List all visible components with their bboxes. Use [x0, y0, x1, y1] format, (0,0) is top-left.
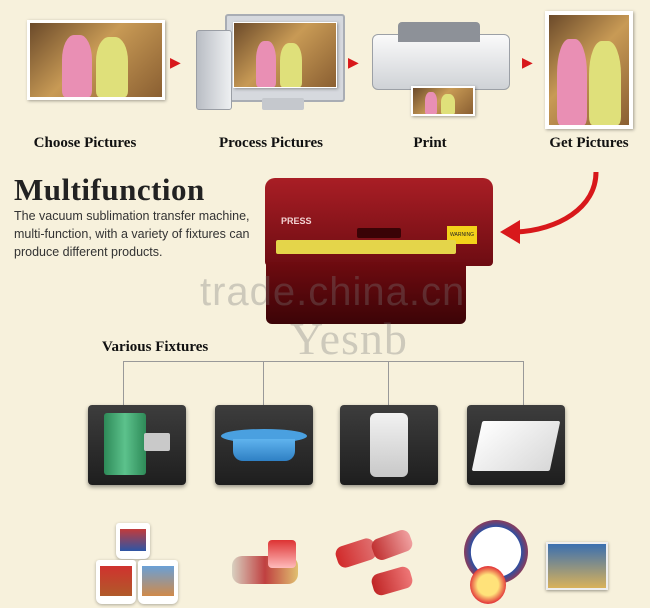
multifunction-title: Multifunction: [14, 172, 205, 207]
printer-icon: [372, 34, 510, 90]
multifunction-description: The vacuum sublimation transfer machine,…: [14, 207, 250, 261]
mug-product: [96, 560, 136, 604]
step-label-print: Print: [413, 135, 447, 151]
heat-press-base: [266, 262, 466, 324]
step-label-process-pictures: Process Pictures: [219, 135, 323, 151]
description-line: produce different products.: [14, 245, 163, 259]
mug-fixture-icon: [104, 413, 146, 475]
mug-fixture: [88, 405, 186, 485]
printer-lid-icon: [398, 22, 480, 42]
photo-frame-product: [546, 542, 608, 590]
warning-sticker: WARNING: [447, 226, 477, 244]
printed-photo: [411, 86, 475, 116]
connector-horizontal: [123, 361, 524, 362]
plate-fixture: [215, 405, 313, 485]
phone-case-product: [369, 564, 415, 598]
choose-pictures-photo: [27, 20, 165, 100]
connector-vertical: [523, 361, 524, 405]
arrow-right-icon: ▶: [522, 55, 533, 71]
description-line: multi-function, with a variety of fixtur…: [14, 227, 250, 241]
curved-arrow-icon: [500, 171, 599, 244]
step-label-choose-pictures: Choose Pictures: [33, 135, 137, 151]
description-line: The vacuum sublimation transfer machine,: [14, 209, 250, 223]
connector-vertical: [123, 361, 124, 405]
connector-vertical: [263, 361, 264, 405]
arrow-right-icon: ▶: [348, 55, 359, 71]
machine-brand-label: PRESS: [281, 216, 312, 226]
flat-plate-fixture-icon: [471, 421, 561, 471]
connector-vertical: [388, 361, 389, 405]
fixtures-heading: Various Fixtures: [102, 339, 209, 355]
computer-monitor-icon: [225, 14, 345, 102]
watermark-site: trade.china.cn: [200, 270, 466, 314]
computer-tower-icon: [196, 30, 232, 110]
flat-plate-fixture: [467, 405, 565, 485]
phone-case-fixture-icon: [370, 413, 408, 477]
arrow-right-icon: ▶: [170, 55, 181, 71]
monitor-stand-icon: [262, 98, 304, 110]
heat-press-tray: [276, 240, 456, 254]
phone-case-product: [369, 527, 415, 563]
watermark-brand: Yesnb: [290, 313, 408, 364]
printed-cups-product: [268, 540, 296, 568]
mug-product: [138, 560, 178, 604]
photo-plate-product: [470, 566, 506, 604]
finished-photo: [545, 11, 633, 129]
mug-product: [116, 523, 150, 559]
step-label-get-pictures: Get Pictures: [549, 135, 629, 151]
phone-case-fixture: [340, 405, 438, 485]
